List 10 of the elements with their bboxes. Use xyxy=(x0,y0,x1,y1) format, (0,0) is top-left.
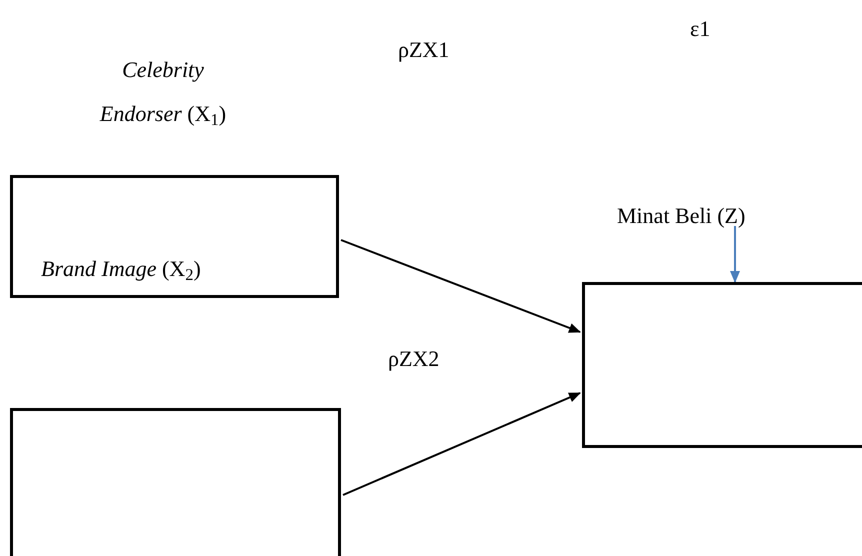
arrow xyxy=(342,392,581,496)
path-label: ε1 xyxy=(690,15,710,43)
node-label: Brand Image (X$_{2}$) xyxy=(41,255,201,285)
node-heading: Celebrity Endorser (X$_{1}$) xyxy=(98,56,228,132)
node-heading: Minat Beli (Z) xyxy=(617,202,746,230)
path-label: ρZX2 xyxy=(388,345,440,373)
box xyxy=(10,408,341,556)
arrow xyxy=(340,239,581,333)
path-label: ρZX1 xyxy=(398,36,450,64)
arrow xyxy=(730,226,740,283)
